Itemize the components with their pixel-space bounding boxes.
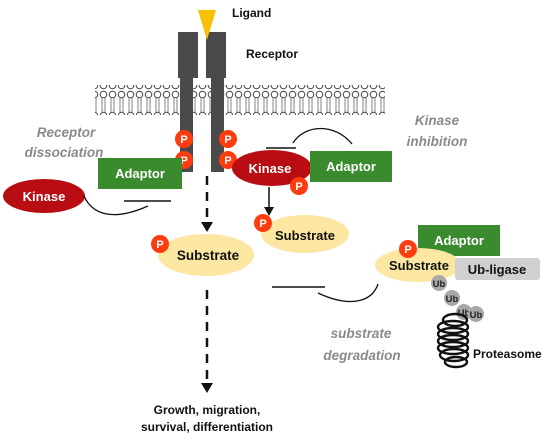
phospho-label: P xyxy=(224,134,231,146)
dissociation-inhibition-curve xyxy=(83,195,149,216)
phospho-label: P xyxy=(224,155,231,167)
degradation-inhibition-curve xyxy=(317,283,379,302)
ligand-triangle xyxy=(198,10,216,40)
phospho-circle xyxy=(254,214,272,232)
adaptor-box-center xyxy=(310,151,392,182)
adaptor-label-center: Adaptor xyxy=(326,159,376,174)
receptor-label: Receptor xyxy=(246,47,298,61)
kinase-ellipse-center xyxy=(232,150,312,186)
kinase-inhibition-label-line1: Kinase xyxy=(415,113,460,128)
ligand-label: Ligand xyxy=(232,6,271,20)
ub-label: Ub xyxy=(458,308,471,319)
ub-circle xyxy=(468,306,484,322)
substrate-ellipse-degradation xyxy=(375,248,461,282)
phospho-circle xyxy=(399,240,417,258)
phospho-label: P xyxy=(180,134,187,146)
phospho-label: P xyxy=(259,218,266,230)
phospho-circle xyxy=(219,130,237,148)
substrate-label-right: Substrate xyxy=(275,228,335,243)
outcome-label-line2: survival, differentiation xyxy=(141,420,273,434)
substrate-ellipse-center xyxy=(158,234,254,276)
kinase-label-left: Kinase xyxy=(23,189,66,204)
kinase-to-substrate-arrowhead xyxy=(264,207,274,216)
ub-ligase-box xyxy=(455,258,540,280)
signal-arrowhead-upper xyxy=(201,222,213,232)
substrate-degradation-label-line2: degradation xyxy=(323,348,400,363)
phospho-circle xyxy=(290,177,308,195)
signal-arrowhead-lower xyxy=(201,383,213,393)
adaptor-label-right: Adaptor xyxy=(434,233,484,248)
receptor-dissociation-label-line2: dissociation xyxy=(25,145,104,160)
receptor-dissociation-label-line1: Receptor xyxy=(37,125,96,140)
ub-label: Ub xyxy=(470,310,483,321)
phospho-label: P xyxy=(156,239,163,251)
proteasome-icon xyxy=(436,312,470,369)
phospho-circle xyxy=(219,151,237,169)
ub-label: Ub xyxy=(446,294,459,305)
substrate-label-center: Substrate xyxy=(177,248,240,263)
cell-membrane xyxy=(95,85,385,115)
phospho-label: P xyxy=(295,181,302,193)
ub-ligase-label: Ub-ligase xyxy=(468,262,527,277)
ub-label: Ub xyxy=(433,279,446,290)
outcome-label-line1: Growth, migration, xyxy=(154,403,261,417)
phospho-label: P xyxy=(404,244,411,256)
adaptor-label-left: Adaptor xyxy=(115,166,165,181)
phospho-label: P xyxy=(180,155,187,167)
phospho-circle xyxy=(175,130,193,148)
adaptor-box-left xyxy=(98,158,182,189)
substrate-ellipse-right xyxy=(261,215,349,253)
kinase-inhibition-label-line2: inhibition xyxy=(407,134,468,149)
ubiquitin-chain: Ub Ub Ub Ub xyxy=(431,275,484,322)
ub-circle xyxy=(456,304,472,320)
kinase-inhibition-curve xyxy=(292,128,353,145)
ub-circle xyxy=(431,275,447,291)
phospho-circle xyxy=(151,235,169,253)
substrate-degradation-label-line1: substrate xyxy=(331,326,392,341)
kinase-ellipse-left xyxy=(3,179,85,213)
proteasome-label: Proteasome xyxy=(473,347,542,361)
kinase-label-center: Kinase xyxy=(249,161,292,176)
ub-circle xyxy=(444,290,460,306)
substrate-label-degradation: Substrate xyxy=(389,258,449,273)
